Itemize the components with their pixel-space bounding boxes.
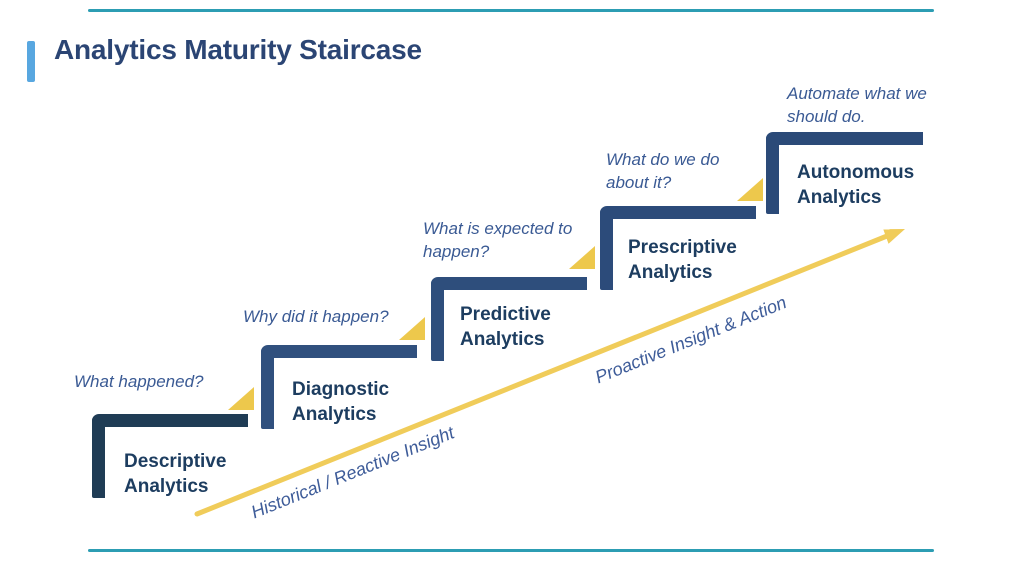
step-label-descriptive: Descriptive Analytics xyxy=(124,451,227,497)
top-accent-line xyxy=(88,9,934,12)
step-question-autonomous: Automate what we should do. xyxy=(787,84,927,126)
step-label-diagnostic: Diagnostic Analytics xyxy=(292,379,390,425)
title-accent-bar xyxy=(27,41,35,82)
step-up-triangle-icon xyxy=(399,317,425,340)
step-up-triangle-icon xyxy=(228,387,254,410)
step-label-autonomous: Autonomous Analytics xyxy=(797,162,915,208)
arrow-label-historical-reactive: Historical / Reactive Insight xyxy=(248,422,458,523)
step-question-prescriptive: What do we do about it? xyxy=(606,150,720,192)
page-title: Analytics Maturity Staircase xyxy=(54,34,422,65)
step-shape-autonomous xyxy=(766,132,923,214)
step-up-triangle-icon xyxy=(737,178,763,201)
step-up-triangle-icon xyxy=(569,246,595,269)
arrow-label-proactive-action: Proactive Insight & Action xyxy=(592,292,790,388)
step-question-predictive: What is expected to happen? xyxy=(423,219,573,261)
step-label-predictive: Predictive Analytics xyxy=(460,304,551,350)
progress-arrow-head-icon xyxy=(883,229,905,244)
step-label-prescriptive: Prescriptive Analytics xyxy=(628,237,737,283)
bottom-accent-line xyxy=(88,549,934,552)
step-question-descriptive: What happened? xyxy=(74,372,204,391)
